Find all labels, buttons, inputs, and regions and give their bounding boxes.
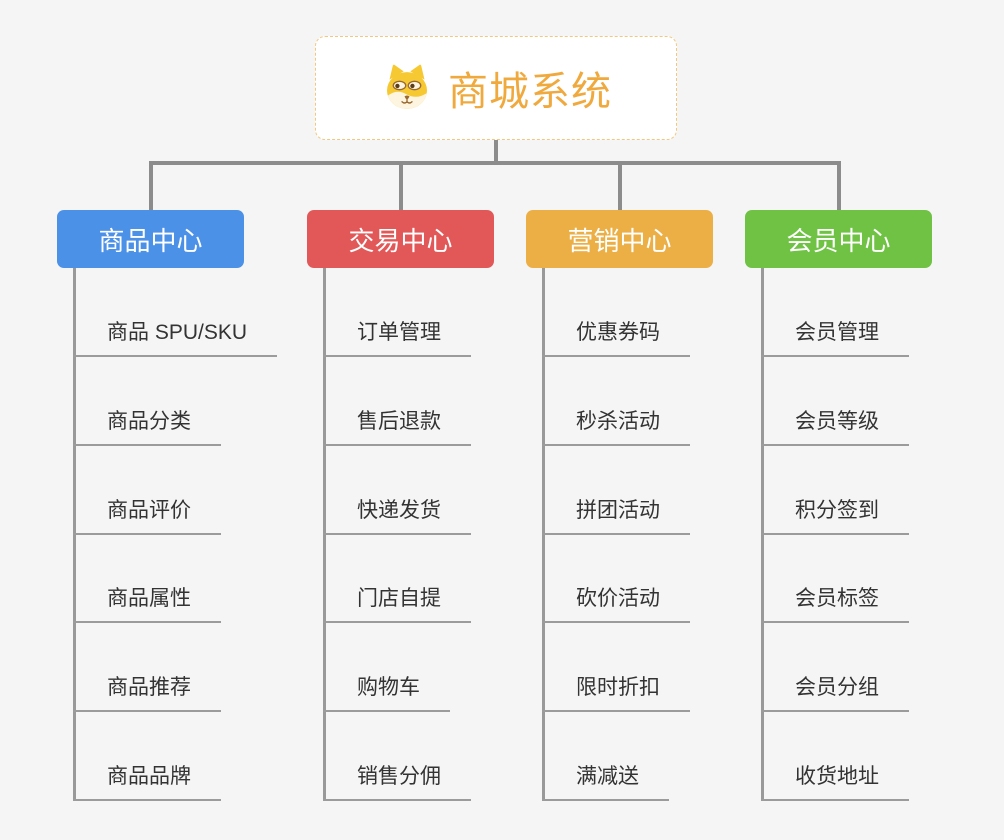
child-node[interactable]: 商品推荐 [73,671,221,713]
branch-column: 会员中心会员管理会员等级积分签到会员标签会员分组收货地址 [745,210,1004,840]
child-node[interactable]: 优惠券码 [542,316,690,357]
root-title: 商城系统 [448,70,612,114]
branch-box[interactable]: 会员中心 [745,210,932,268]
branch-box[interactable]: 营销中心 [526,210,713,268]
child-node[interactable]: 拼团活动 [542,494,690,535]
dog-face-icon [387,64,427,109]
branch-box[interactable]: 交易中心 [307,210,494,268]
child-node[interactable]: 收货地址 [761,760,909,801]
child-node[interactable]: 会员等级 [761,405,909,446]
child-node[interactable]: 满减送 [542,760,669,801]
child-node[interactable]: 秒杀活动 [542,405,690,446]
child-node[interactable]: 会员标签 [761,582,909,624]
child-node[interactable]: 商品品牌 [73,760,221,801]
branch-box[interactable]: 商品中心 [57,210,244,268]
child-node[interactable]: 售后退款 [323,405,471,446]
root-node[interactable]: 商城系统 [315,36,677,140]
child-node[interactable]: 门店自提 [323,582,471,624]
branch-column: 营销中心优惠券码秒杀活动拼团活动砍价活动限时折扣满减送 [526,210,786,840]
branch-column: 交易中心订单管理售后退款快递发货门店自提购物车销售分佣 [307,210,567,840]
child-node[interactable]: 购物车 [323,671,450,713]
child-node[interactable]: 商品评价 [73,494,221,535]
child-node[interactable]: 商品属性 [73,582,221,624]
child-node[interactable]: 积分签到 [761,494,909,535]
branch-column: 商品中心商品 SPU/SKU 商品分类商品评价商品属性商品推荐商品品牌 [57,210,317,840]
child-node[interactable]: 砍价活动 [542,582,690,624]
child-node[interactable]: 商品分类 [73,405,221,446]
root-branch-connector [149,140,841,210]
child-node[interactable]: 销售分佣 [323,760,471,801]
child-node[interactable]: 会员管理 [761,316,909,357]
child-node[interactable]: 快递发货 [323,494,471,535]
child-node[interactable]: 商品 SPU/SKU [73,316,278,357]
child-node[interactable]: 订单管理 [323,316,471,357]
child-node[interactable]: 会员分组 [761,671,909,713]
child-node[interactable]: 限时折扣 [542,671,690,713]
